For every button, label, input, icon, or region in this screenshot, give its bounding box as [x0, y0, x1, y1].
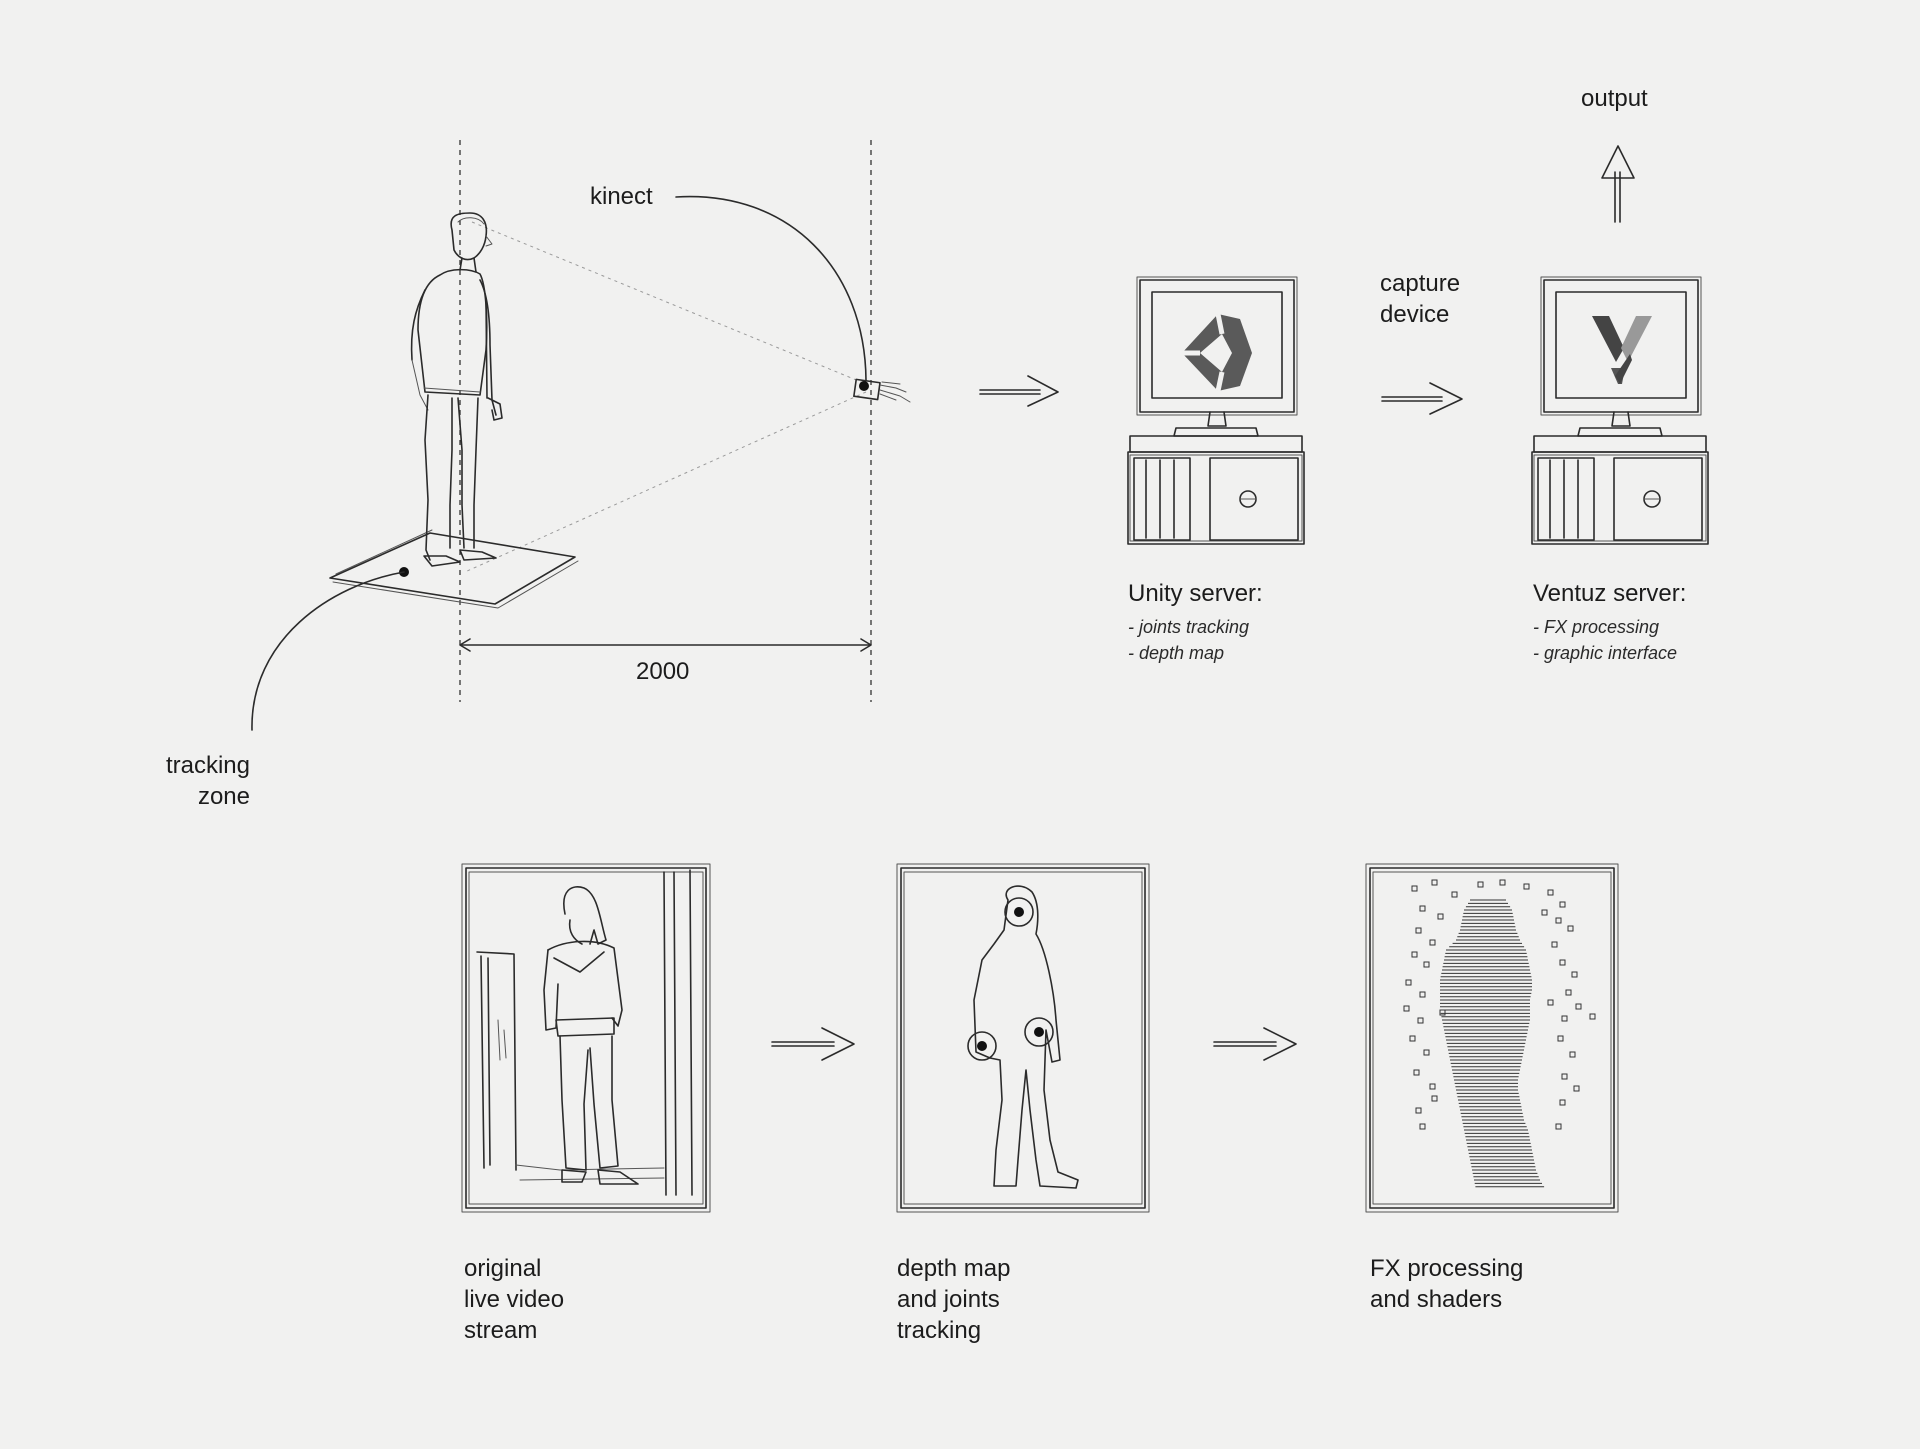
ventuz-server-title: Ventuz server: — [1533, 578, 1686, 609]
tracking-zone-line-1: tracking — [150, 750, 250, 781]
fx-particle — [1548, 890, 1553, 895]
fx-particle — [1556, 1124, 1561, 1129]
ventuz-logo-icon — [1592, 316, 1652, 384]
fx-particle — [1576, 1004, 1581, 1009]
fx-particle — [1560, 960, 1565, 965]
ventuz-server-item: - graphic interface — [1533, 640, 1677, 666]
fx-particle — [1424, 962, 1429, 967]
fx-particle — [1430, 1084, 1435, 1089]
fx-particle — [1412, 952, 1417, 957]
fx-scanline-silhouette — [1440, 900, 1544, 1187]
caption-line: stream — [464, 1315, 564, 1346]
fx-particle — [1562, 1074, 1567, 1079]
caption-line: live video — [464, 1284, 564, 1315]
fx-particle — [1432, 1096, 1437, 1101]
field-of-view-lines — [465, 222, 866, 572]
caption-line: tracking — [897, 1315, 1010, 1346]
kinect-leader — [676, 197, 866, 380]
caption-line: FX processing — [1370, 1253, 1523, 1284]
fx-particles — [1404, 880, 1595, 1129]
caption-line: and shaders — [1370, 1284, 1523, 1315]
capture-device-line-2: device — [1380, 299, 1460, 330]
joint-marker-head — [1005, 898, 1033, 926]
panel-depth-map — [897, 864, 1149, 1212]
panel-caption-live-video: original live video stream — [464, 1253, 564, 1346]
fx-particle — [1566, 990, 1571, 995]
fx-particle — [1414, 1070, 1419, 1075]
fx-particle — [1548, 1000, 1553, 1005]
capture-device-line-1: capture — [1380, 268, 1460, 299]
unity-logo-icon — [1182, 314, 1252, 391]
fx-particle — [1500, 880, 1505, 885]
fx-particle — [1558, 1036, 1563, 1041]
fx-particle — [1570, 1052, 1575, 1057]
kinect-label: kinect — [590, 181, 653, 212]
caption-line: original — [464, 1253, 564, 1284]
unity-computer-icon — [1128, 277, 1304, 544]
output-label: output — [1581, 83, 1648, 114]
fx-particle — [1430, 940, 1435, 945]
joint-marker-hip — [1025, 1018, 1053, 1046]
fx-particle — [1560, 1100, 1565, 1105]
caption-line: depth map — [897, 1253, 1010, 1284]
unity-server-item: - depth map — [1128, 640, 1224, 666]
fx-particle — [1404, 1006, 1409, 1011]
fx-particle — [1560, 902, 1565, 907]
fx-particle — [1478, 882, 1483, 887]
distance-label: 2000 — [636, 656, 689, 687]
ventuz-server-item: - FX processing — [1533, 614, 1659, 640]
fx-particle — [1406, 980, 1411, 985]
fx-particle — [1542, 910, 1547, 915]
joint-marker-hand — [968, 1032, 996, 1060]
fx-particle — [1410, 1036, 1415, 1041]
tracking-zone-leader — [252, 572, 404, 730]
fx-particle — [1452, 892, 1457, 897]
fx-particle — [1552, 942, 1557, 947]
fx-particle — [1572, 972, 1577, 977]
fx-particle — [1416, 1108, 1421, 1113]
kinect-sensor-icon — [854, 379, 910, 402]
arrow-right-icon — [1382, 383, 1462, 414]
fx-particle — [1568, 926, 1573, 931]
panel-live-video — [462, 864, 710, 1212]
tracking-zone-floor — [330, 530, 578, 608]
fx-particle — [1440, 1010, 1445, 1015]
ventuz-computer-icon — [1532, 277, 1708, 544]
fx-particle — [1438, 914, 1443, 919]
panel-caption-fx: FX processing and shaders — [1370, 1253, 1523, 1315]
fx-particle — [1562, 1016, 1567, 1021]
fx-particle — [1556, 918, 1561, 923]
panel-fx-processing — [1366, 864, 1618, 1212]
person-figure — [412, 213, 502, 566]
arrow-right-icon — [980, 376, 1058, 406]
fx-particle — [1418, 1018, 1423, 1023]
fx-particle — [1416, 928, 1421, 933]
fx-particle — [1524, 884, 1529, 889]
measurement-lines — [460, 140, 871, 702]
capture-device-label: capture device — [1380, 268, 1460, 330]
arrow-right-icon — [772, 1028, 854, 1060]
fx-particle — [1432, 880, 1437, 885]
fx-particle — [1420, 1124, 1425, 1129]
caption-line: and joints — [897, 1284, 1010, 1315]
tracking-zone-line-2: zone — [150, 781, 250, 812]
fx-particle — [1590, 1014, 1595, 1019]
arrow-up-icon — [1602, 146, 1634, 222]
arrow-right-icon — [1214, 1028, 1296, 1060]
fx-particle — [1412, 886, 1417, 891]
unity-server-item: - joints tracking — [1128, 614, 1249, 640]
panel-caption-depth-map: depth map and joints tracking — [897, 1253, 1010, 1346]
fx-particle — [1420, 992, 1425, 997]
fx-particle — [1420, 906, 1425, 911]
fx-particle — [1424, 1050, 1429, 1055]
unity-server-title: Unity server: — [1128, 578, 1263, 609]
tracking-zone-label: tracking zone — [150, 750, 250, 812]
fx-particle — [1574, 1086, 1579, 1091]
